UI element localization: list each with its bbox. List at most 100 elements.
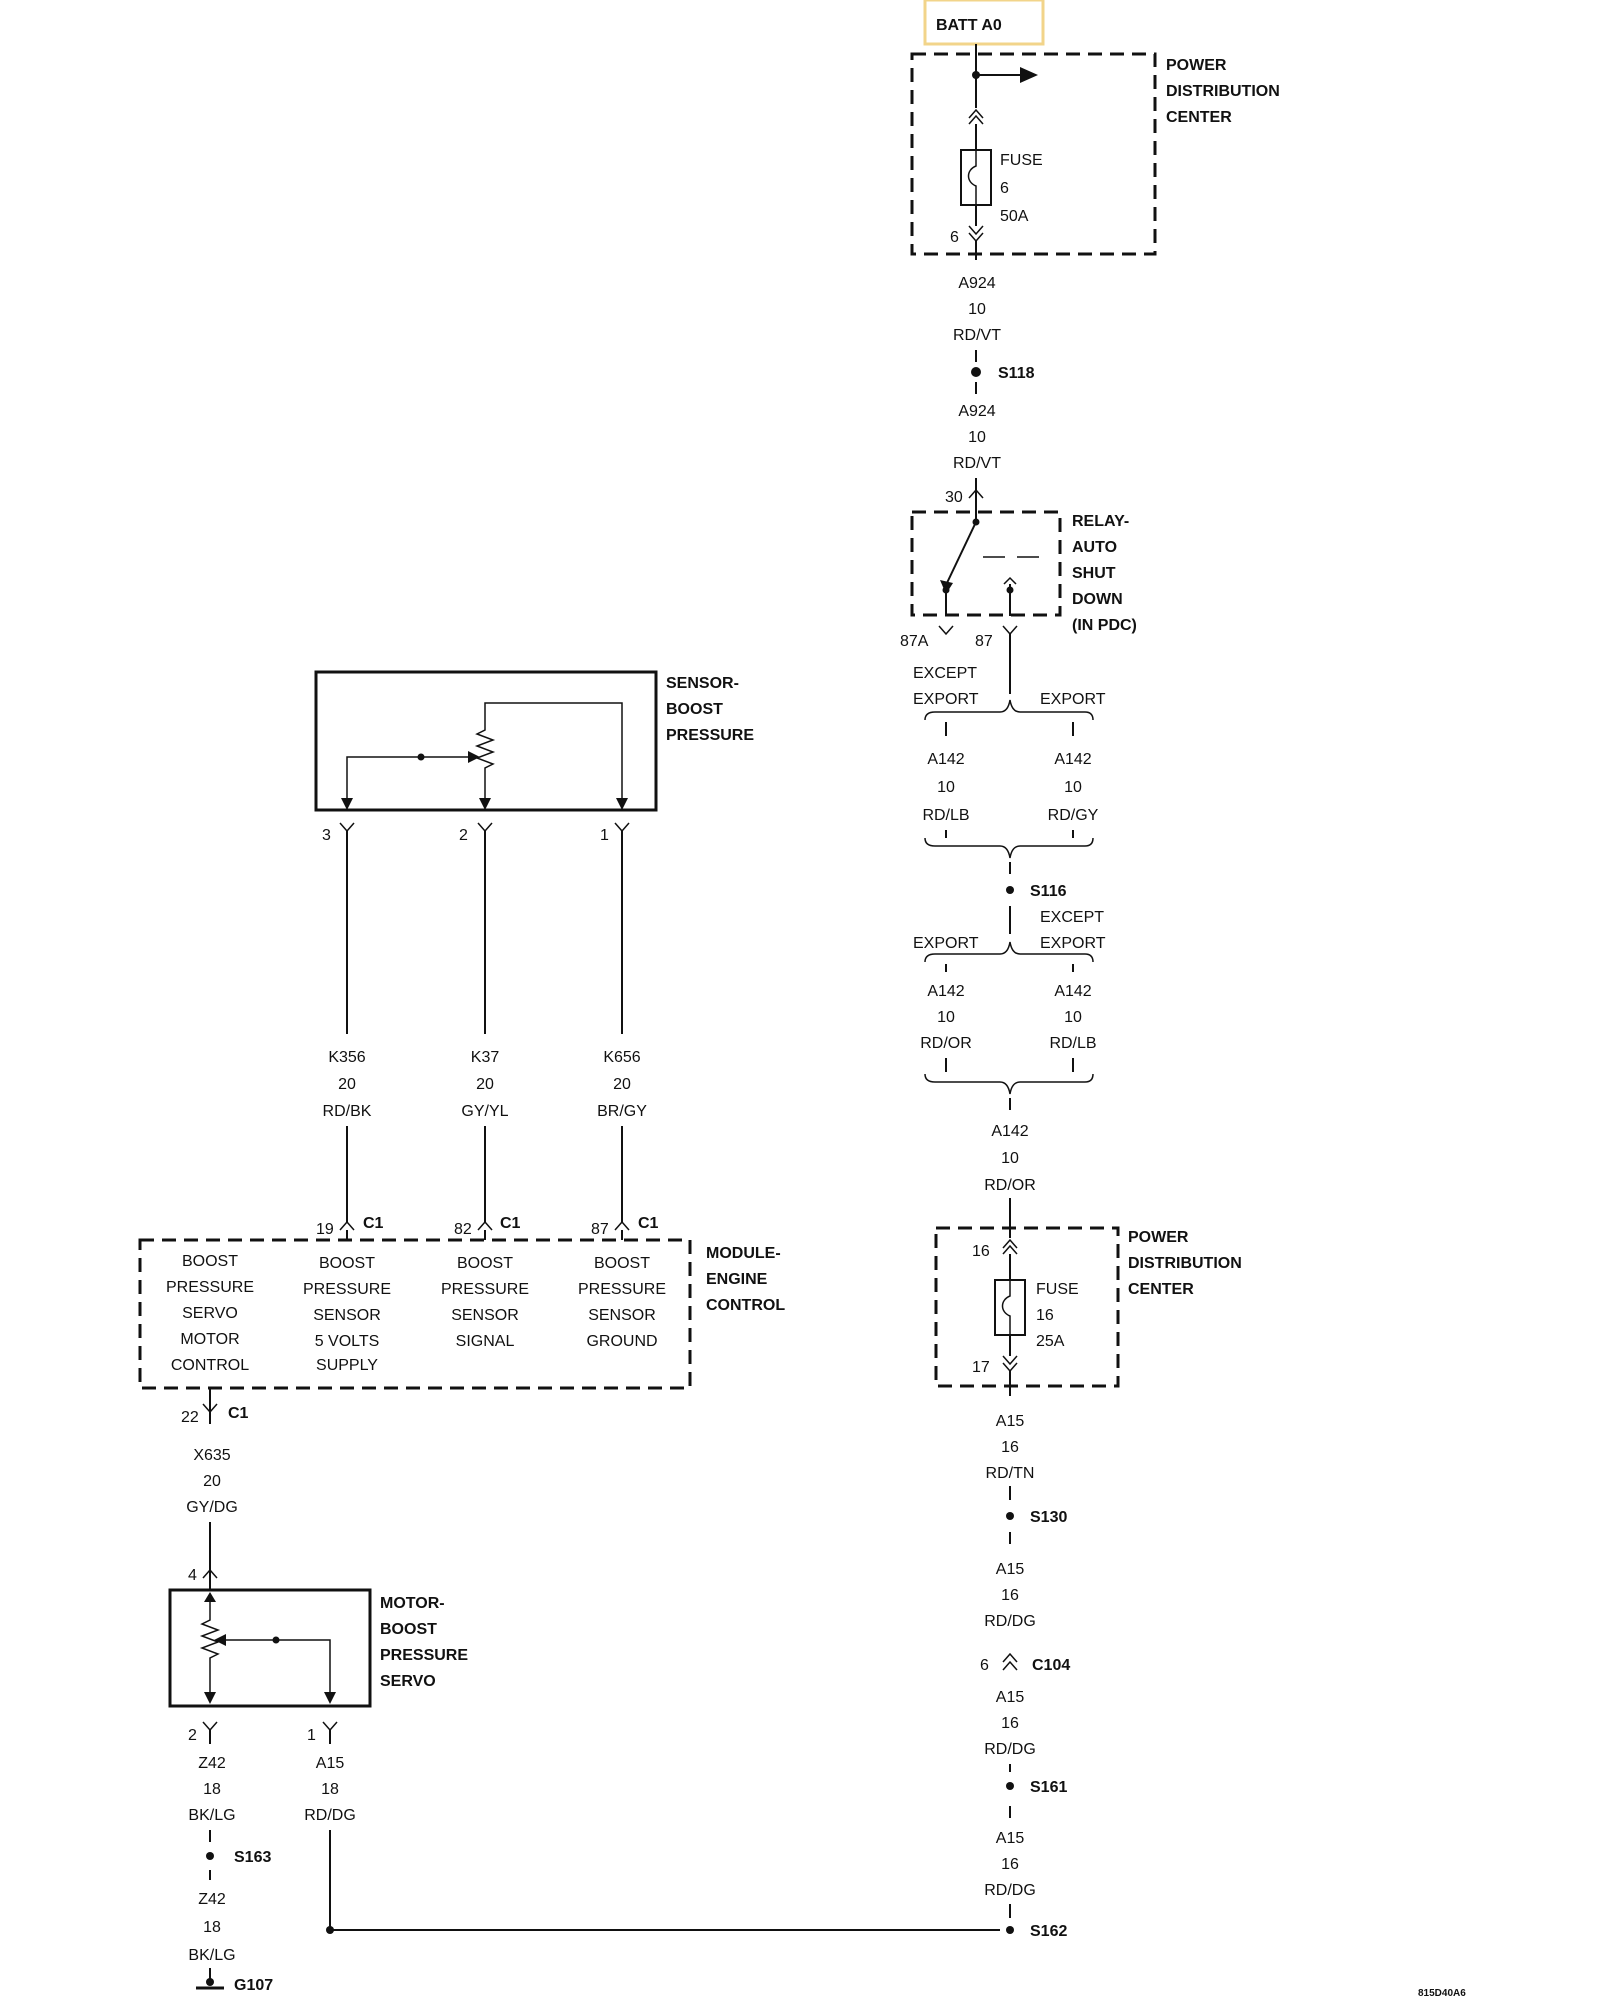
ecm-func-supply-1: BOOST [319,1255,375,1272]
ecm-pin87: 87 [591,1221,609,1238]
ecm-func-supply-2: PRESSURE [303,1281,391,1298]
wire-a142-lb-1-circuit: A142 [927,751,964,768]
wire-z42-1-color: BK/LG [188,1807,235,1824]
fuse-16-rating: 25A [1036,1333,1065,1350]
wire-a15-dg-1-circuit: A15 [996,1561,1025,1578]
split2-left-label: EXPORT [913,935,979,952]
wire-a15-dg-2-circuit: A15 [996,1689,1025,1706]
wire-z42-2-gauge: 18 [203,1919,221,1936]
splice-s116-dot [1006,886,1014,894]
wire-x635-gauge: 20 [203,1473,221,1490]
relay-pin87a: 87A [900,633,929,650]
sensor-potentiometer-icon [474,726,496,805]
split1-left-label-2: EXPORT [913,691,979,708]
wire-a142-gy-gauge: 10 [1064,779,1082,796]
wire-a15-18-gauge: 18 [321,1781,339,1798]
sensor-pin3-arrow-icon [341,798,353,810]
wire-a924-2-color: RD/VT [953,455,1001,472]
relay-title-2: AUTO [1072,539,1117,556]
motor-pin1-connector-icon [322,1721,338,1732]
split1-right-label: EXPORT [1040,691,1106,708]
pdc-bottom-in-connector-icon [1002,1238,1018,1255]
ecm-func-servo-2: PRESSURE [166,1279,254,1296]
relay-title-3: SHUT [1072,565,1116,582]
splice-s118-label: S118 [998,365,1035,382]
motor-pin2-connector-icon [202,1721,218,1732]
ecm-pin22: 22 [181,1409,199,1426]
sensor-pin2-arrow-icon [479,798,491,810]
wire-a15-tn-gauge: 16 [1001,1439,1019,1456]
wire-a142-lb-1-gauge: 10 [937,779,955,796]
split1-brace [924,699,1094,721]
ecm-func-supply-4: 5 VOLTS [315,1333,380,1350]
motor-potentiometer-icon [199,1602,221,1698]
splice-s118-dot [971,367,981,377]
ecm-func-supply-3: SENSOR [313,1307,381,1324]
figure-id: 815D40A6 [1418,1988,1466,1999]
splice-s130-dot [1006,1512,1014,1520]
pdc-bottom-title-1: POWER [1128,1229,1189,1246]
wire-a15-tn-color: RD/TN [986,1465,1035,1482]
fuse-6-number: 6 [1000,180,1009,197]
wire-a142-or-1-color: RD/OR [920,1035,972,1052]
fuse-6-element-icon [967,150,977,205]
pdc-bottom-box [934,1226,1120,1388]
c104-pin: 6 [980,1657,989,1674]
fuse-16-number: 16 [1036,1307,1054,1324]
motor-title-1: MOTOR- [380,1595,445,1612]
pdc-bottom-pin-out: 17 [972,1359,990,1376]
split2-right-label-2: EXPORT [1040,935,1106,952]
ecm-func-ground-1: BOOST [594,1255,650,1272]
wire-a15-dg-1-color: RD/DG [984,1613,1036,1630]
motor-pin2-arrow-icon [204,1692,216,1704]
ecm-func-ground-2: PRESSURE [578,1281,666,1298]
splice-s162-dot [1006,1926,1014,1934]
wire-k656-color: BR/GY [597,1103,647,1120]
ecm-pin87-connector-icon [614,1220,630,1231]
wire-x635-circuit: X635 [193,1447,230,1464]
pdc-top-title-2: DISTRIBUTION [1166,83,1280,100]
split1-left-label-1: EXCEPT [913,665,977,682]
splice-s162-label: S162 [1030,1923,1067,1940]
motor-pin4-connector-icon [202,1568,218,1579]
sensor-pin1-connector-icon [614,822,630,833]
motor-pin2: 2 [188,1727,197,1744]
wire-x635-color: GY/DG [186,1499,238,1516]
wire-a15-dg-2-color: RD/DG [984,1741,1036,1758]
ground-g107-dot [206,1978,214,1986]
pdc-top-connector-icon [968,108,984,125]
sensor-title-1: SENSOR- [666,675,739,692]
pdc-bottom-pin-in: 16 [972,1243,990,1260]
pdc-top-branch-arrow-icon [1020,67,1038,83]
ecm-title-3: CONTROL [706,1297,785,1314]
wire-a15-tn-circuit: A15 [996,1413,1025,1430]
ecm-func-supply-5: SUPPLY [316,1357,378,1374]
motor-pin4: 4 [188,1567,197,1584]
ecm-pin22-connector: C1 [228,1405,249,1422]
wire-a15-dg-3-gauge: 16 [1001,1856,1019,1873]
wire-k656-circuit: K656 [603,1049,640,1066]
fuse-16-element-icon [1001,1280,1011,1335]
pdc-bottom-title-2: DISTRIBUTION [1128,1255,1242,1272]
wire-z42-1-gauge: 18 [203,1781,221,1798]
pdc-top-title-1: POWER [1166,57,1227,74]
wire-a142-lb-2-circuit: A142 [1054,983,1091,1000]
batt-label-box [923,0,1045,46]
wire-a924-1-color: RD/VT [953,327,1001,344]
wire-a15-18-color: RD/DG [304,1807,356,1824]
fuse-6-rating: 50A [1000,208,1029,225]
fuse-16-label: FUSE [1036,1281,1079,1298]
relay-pin87a-connector-icon [938,625,954,636]
ecm-pin82-connector-icon [477,1220,493,1231]
motor-wiper-dot [272,1636,280,1644]
c104-label: C104 [1032,1657,1070,1674]
splice-s161-label: S161 [1030,1779,1067,1796]
wire-a142-lb-2-color: RD/LB [1049,1035,1096,1052]
wire-k37-gauge: 20 [476,1076,494,1093]
pdc-bottom-out-connector-icon [1002,1355,1018,1373]
splice-s116-label: S116 [1030,883,1067,900]
pdc-top-out-connector-icon [968,225,984,243]
wire-a142-or-1-circuit: A142 [927,983,964,1000]
